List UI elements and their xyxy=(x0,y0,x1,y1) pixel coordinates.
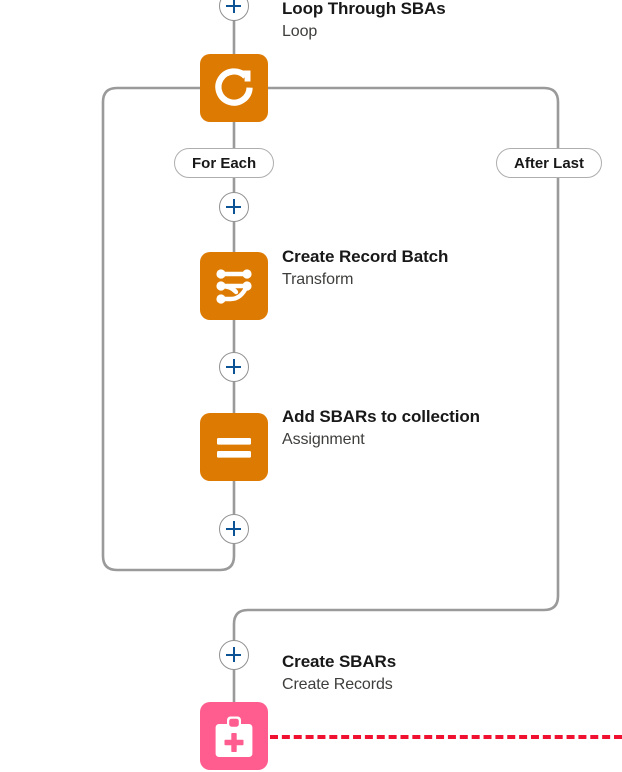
flow-node-transform-title: Create Record Batch xyxy=(282,247,449,266)
loop-icon xyxy=(215,68,253,106)
flow-node-assignment-subtitle: Assignment xyxy=(282,431,365,448)
add-element-button-before-create-records[interactable] xyxy=(219,640,249,670)
flow-node-assignment-title: Add SBARs to collection xyxy=(282,407,480,426)
flow-node-assignment[interactable] xyxy=(200,413,268,481)
branch-label-for-each[interactable]: For Each xyxy=(174,148,275,178)
flow-node-loop-title: Loop Through SBAs xyxy=(282,0,446,18)
flow-node-transform[interactable] xyxy=(200,252,268,320)
wire-loop-back xyxy=(101,86,236,572)
add-element-button-before-transform[interactable] xyxy=(219,192,249,222)
branch-label-after-last-text: After Last xyxy=(514,154,585,172)
create-records-icon xyxy=(215,716,253,757)
wire-afterlast-upper xyxy=(246,86,560,148)
branch-label-after-last[interactable]: After Last xyxy=(496,148,603,178)
flow-node-loop-labels: Loop Through SBAs Loop xyxy=(282,0,446,40)
flow-node-create-records-subtitle: Create Records xyxy=(282,676,393,693)
branch-label-for-each-text: For Each xyxy=(192,154,257,172)
flow-node-transform-labels: Create Record Batch Transform xyxy=(282,248,448,288)
wire-afterlast-lower xyxy=(232,178,560,640)
assignment-icon xyxy=(217,438,251,458)
transform-icon xyxy=(216,269,252,304)
flow-node-transform-subtitle: Transform xyxy=(282,271,354,288)
flow-node-create-records-labels: Create SBARs Create Records xyxy=(282,653,396,693)
flow-node-assignment-labels: Add SBARs to collection Assignment xyxy=(282,408,480,448)
flow-node-create-records[interactable] xyxy=(200,702,268,770)
add-element-button-before-assignment[interactable] xyxy=(219,352,249,382)
flow-node-loop[interactable] xyxy=(200,54,268,122)
flow-node-loop-subtitle: Loop xyxy=(282,23,318,40)
add-element-button-after-assignment[interactable] xyxy=(219,514,249,544)
flow-node-create-records-title: Create SBARs xyxy=(282,652,397,671)
fault-connector[interactable] xyxy=(270,735,622,739)
